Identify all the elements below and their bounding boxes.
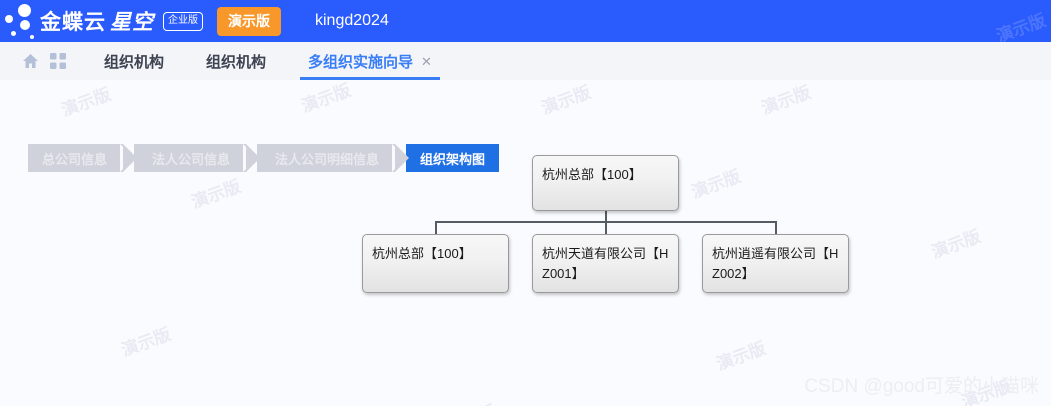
- tab-organization-2[interactable]: 组织机构: [196, 42, 276, 80]
- tab-label: 多组织实施向导: [308, 53, 414, 71]
- brand-title: 金蝶云星空: [40, 6, 154, 36]
- watermark: 演示版: [993, 10, 1049, 42]
- tab-organization-1[interactable]: 组织机构: [94, 42, 174, 80]
- connector-drop-3: [774, 221, 777, 234]
- step-legal-entity-info[interactable]: 法人公司信息: [134, 144, 261, 172]
- org-node-child-3[interactable]: 杭州逍遥有限公司【HZ002】: [702, 234, 849, 293]
- wizard-step-breadcrumb: 总公司信息 法人公司信息 法人公司明细信息 组织架构图: [28, 144, 500, 172]
- brand-main: 金蝶云: [40, 11, 106, 34]
- org-node-root[interactable]: 杭州总部【100】: [532, 155, 679, 211]
- close-icon[interactable]: ✕: [421, 53, 432, 69]
- org-node-label: 杭州总部【100】: [542, 167, 642, 182]
- org-node-child-1[interactable]: 杭州总部【100】: [362, 234, 509, 293]
- grid-apps-icon[interactable]: [44, 42, 72, 80]
- connector-drop-1: [434, 221, 437, 234]
- user-name-label[interactable]: kingd2024: [315, 12, 389, 29]
- demo-badge: 演示版: [217, 6, 281, 36]
- app-header: 金蝶云星空 企业版 演示版 kingd2024 演示版: [0, 0, 1051, 42]
- brand-sub: 星空: [110, 11, 154, 34]
- csdn-attribution: CSDN @good可爱的小猫咪: [804, 376, 1039, 397]
- org-chart: 杭州总部【100】 杭州总部【100】 杭州天道有限公司【HZ001】 杭州逍遥…: [0, 80, 1051, 406]
- tab-bar: 组织机构 组织机构 多组织实施向导 ✕: [0, 42, 1051, 80]
- home-icon[interactable]: [16, 42, 44, 80]
- step-company-info[interactable]: 总公司信息: [28, 144, 138, 172]
- org-node-child-2[interactable]: 杭州天道有限公司【HZ001】: [532, 234, 679, 293]
- step-label: 组织架构图: [420, 151, 486, 167]
- edition-badge: 企业版: [163, 11, 203, 31]
- connector-drop-2: [604, 221, 607, 234]
- step-label: 法人公司信息: [152, 151, 231, 167]
- step-label: 总公司信息: [42, 151, 108, 167]
- tab-label: 组织机构: [206, 53, 267, 71]
- kingdee-logo-icon: [0, 0, 42, 42]
- org-node-label: 杭州天道有限公司【HZ001】: [542, 246, 669, 281]
- org-node-label: 杭州总部【100】: [372, 246, 472, 261]
- step-label: 法人公司明细信息: [275, 151, 380, 167]
- org-node-label: 杭州逍遥有限公司【HZ002】: [712, 246, 839, 281]
- step-legal-entity-detail[interactable]: 法人公司明细信息: [257, 144, 410, 172]
- tab-multi-org-wizard[interactable]: 多组织实施向导 ✕: [298, 42, 442, 80]
- content-area: 演示版演示版演示版演示版演示版演示版演示版演示版演示版演示版演示版演示版 总公司…: [0, 80, 1051, 406]
- step-org-chart[interactable]: 组织架构图: [406, 144, 500, 172]
- tab-label: 组织机构: [104, 53, 165, 71]
